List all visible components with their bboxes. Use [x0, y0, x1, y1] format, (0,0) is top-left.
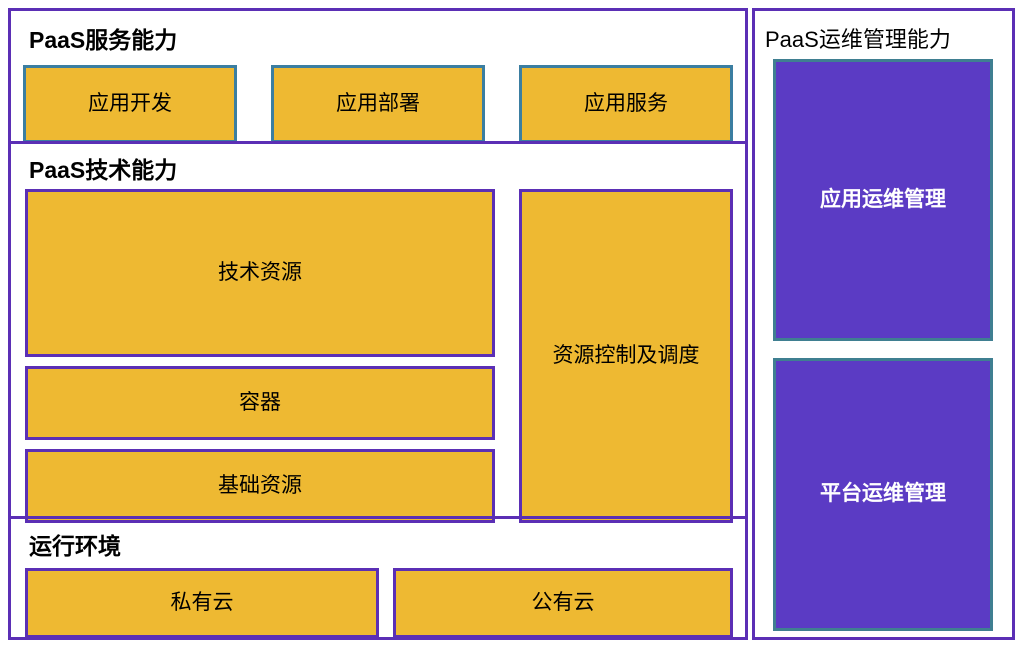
section-title-paas-service: PaaS服务能力	[29, 27, 178, 53]
paas-ops-management-panel: PaaS运维管理能力 应用运维管理 平台运维管理	[752, 8, 1015, 640]
paas-capability-panel: PaaS服务能力 应用开发 应用部署 应用服务 PaaS技术能力 技术资源 容器…	[8, 8, 748, 640]
section-title-paas-tech: PaaS技术能力	[29, 157, 178, 183]
box-infrastructure-resources[interactable]: 基础资源	[25, 449, 495, 523]
box-application-service[interactable]: 应用服务	[519, 65, 733, 143]
box-technical-resources[interactable]: 技术资源	[25, 189, 495, 357]
box-container[interactable]: 容器	[25, 366, 495, 440]
section-title-paas-ops: PaaS运维管理能力	[765, 27, 951, 52]
box-application-ops-management[interactable]: 应用运维管理	[773, 59, 993, 341]
box-application-deployment[interactable]: 应用部署	[271, 65, 485, 143]
box-application-development[interactable]: 应用开发	[23, 65, 237, 143]
box-public-cloud[interactable]: 公有云	[393, 568, 733, 638]
section-divider-runtime	[11, 516, 745, 519]
section-divider-services	[11, 141, 745, 144]
box-resource-control-and-scheduling[interactable]: 资源控制及调度	[519, 189, 733, 523]
section-title-runtime-environment: 运行环境	[29, 533, 121, 559]
box-private-cloud[interactable]: 私有云	[25, 568, 379, 638]
box-platform-ops-management[interactable]: 平台运维管理	[773, 358, 993, 631]
